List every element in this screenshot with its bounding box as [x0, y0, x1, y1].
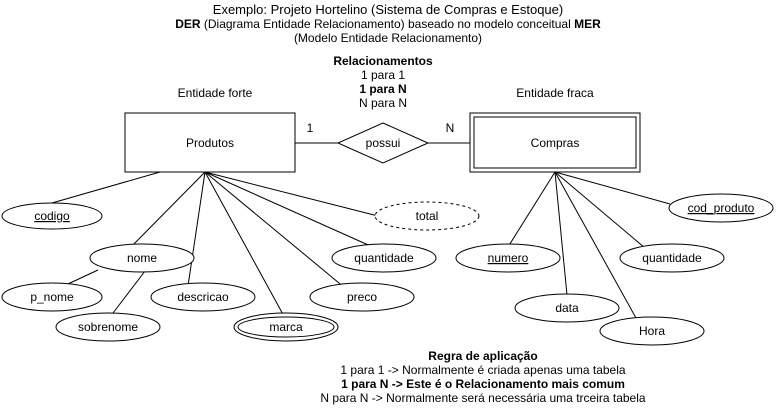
cardinality-left: 1 — [307, 121, 314, 135]
entity-produtos[interactable] — [124, 112, 296, 173]
connector-lines — [44, 142, 671, 319]
attr-cod-produto-label: cod_produto — [688, 201, 755, 215]
attr-nome[interactable] — [89, 243, 195, 273]
attr-cod-produto[interactable] — [668, 193, 774, 223]
attr-total[interactable] — [374, 201, 480, 231]
rule-n-to-n: N para N -> Normalmente será necessária … — [320, 391, 645, 405]
attr-codigo[interactable] — [1, 202, 103, 230]
attr-preco[interactable] — [309, 282, 415, 312]
diagram-title: Exemplo: Projeto Hortelino (Sistema de C… — [213, 2, 563, 17]
rule-one-to-n: 1 para N -> Este é o Relacionamento mais… — [341, 377, 625, 391]
attr-nome-label: nome — [127, 251, 157, 265]
attr-quantidade-compras-label: quantidade — [642, 251, 702, 265]
attr-p-nome[interactable] — [1, 282, 103, 312]
attr-marca-outer[interactable] — [233, 312, 339, 342]
rules-title: Regra de aplicação — [428, 349, 537, 363]
attr-quantidade-produtos-label: quantidade — [354, 251, 414, 265]
attr-numero[interactable] — [455, 243, 561, 273]
entity-compras[interactable] — [469, 112, 641, 173]
legend-title: Relacionamentos — [333, 54, 433, 68]
entity-produtos-label: Produtos — [186, 136, 234, 150]
attr-p-nome-label: p_nome — [30, 290, 74, 304]
attr-hora-label: Hora — [639, 324, 665, 338]
weak-entity-label: Entidade fraca — [516, 86, 594, 100]
attr-sobrenome[interactable] — [55, 312, 161, 342]
attr-hora[interactable] — [599, 316, 705, 346]
rule-one-to-one: 1 para 1 -> Normalmente é criada apenas … — [340, 363, 625, 377]
attr-data[interactable] — [514, 293, 620, 323]
legend-n-to-n: N para N — [359, 96, 407, 110]
legend-one-to-n: 1 para N — [359, 82, 406, 96]
attr-sobrenome-label: sobrenome — [78, 320, 138, 334]
legend-one-to-one: 1 para 1 — [361, 68, 405, 82]
attr-descricao[interactable] — [150, 282, 256, 312]
entity-compras-inner-border — [473, 116, 637, 169]
attr-codigo-label: codigo — [34, 209, 70, 223]
strong-entity-label: Entidade forte — [178, 86, 253, 100]
attr-preco-label: preco — [347, 290, 377, 304]
attr-marca-inner — [237, 316, 335, 338]
entity-compras-label: Compras — [531, 136, 580, 150]
cardinality-right: N — [446, 121, 455, 135]
attr-descricao-label: descricao — [177, 290, 229, 304]
diagram-subtitle: DER (Diagrama Entidade Relacionamento) b… — [175, 17, 601, 31]
attr-total-label: total — [416, 209, 439, 223]
attr-quantidade-produtos[interactable] — [331, 243, 437, 273]
attr-data-label: data — [555, 301, 579, 315]
relationship-possui-label: possui — [366, 136, 401, 150]
attr-quantidade-compras[interactable] — [619, 243, 725, 273]
attr-marca-label: marca — [269, 320, 303, 334]
diagram-subtitle-2: (Modelo Entidade Relacionamento) — [294, 31, 482, 45]
attr-numero-label: numero — [488, 251, 529, 265]
relationship-possui[interactable] — [336, 122, 430, 164]
